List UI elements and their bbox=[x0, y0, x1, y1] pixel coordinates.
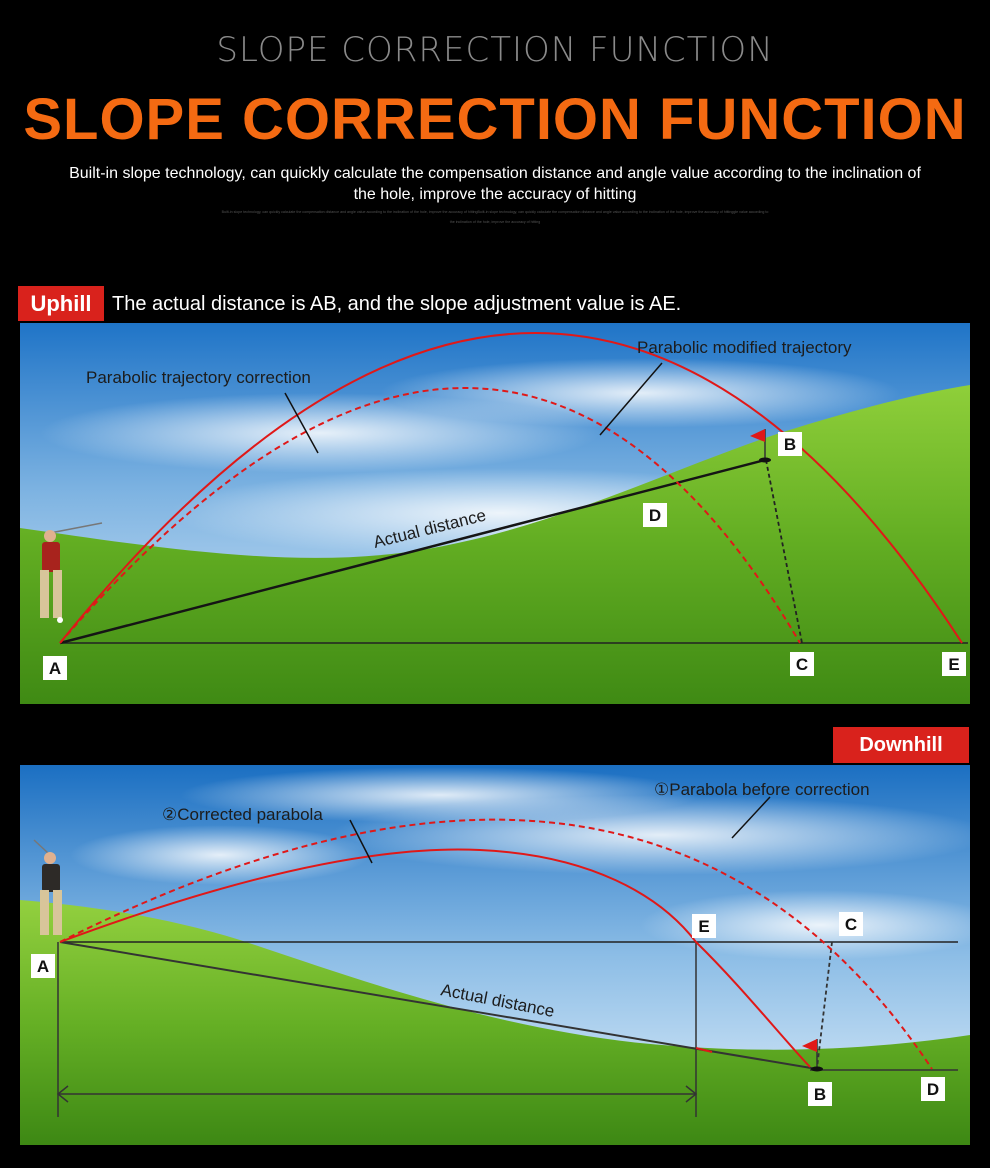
point-box-b bbox=[808, 1082, 832, 1106]
pointer-modified bbox=[599, 362, 663, 436]
header-micro-text: Built-in slope technology, can quickly c… bbox=[221, 210, 769, 224]
label-modified-trajectory: Parabolic modified trajectory bbox=[637, 338, 852, 357]
point-label-a: A bbox=[37, 957, 49, 976]
point-box-c bbox=[790, 652, 814, 676]
trajectory-dashed bbox=[59, 387, 801, 644]
point-box-b bbox=[778, 432, 802, 456]
point-label-e: E bbox=[698, 917, 709, 936]
cloud bbox=[380, 358, 900, 428]
point-label-b: B bbox=[784, 435, 796, 454]
label-parabola-before: ①Parabola before correction bbox=[654, 780, 870, 799]
actual-distance-line bbox=[59, 458, 766, 645]
trajectory-before-correction bbox=[59, 818, 933, 1070]
drop-line-cb bbox=[816, 941, 833, 1069]
label-corrected-parabola: ②Corrected parabola bbox=[162, 805, 323, 824]
trajectory-corrected bbox=[59, 848, 811, 1068]
cloud bbox=[180, 767, 700, 823]
trajectory-solid bbox=[59, 332, 963, 644]
downhill-diagram: ②Corrected parabola ①Parabola before cor… bbox=[20, 765, 970, 1145]
flag-b bbox=[750, 429, 771, 463]
uphill-diagram: Parabolic trajectory correction Paraboli… bbox=[20, 323, 970, 704]
point-box-e bbox=[692, 914, 716, 938]
label-trajectory-correction: Parabolic trajectory correction bbox=[86, 368, 311, 387]
downhill-tag: Downhill bbox=[833, 727, 969, 763]
point-box-d bbox=[643, 503, 667, 527]
arrow-head-right bbox=[685, 1085, 698, 1103]
golfer-figure bbox=[33, 839, 62, 935]
point-label-e: E bbox=[948, 655, 959, 674]
pointer-corrected bbox=[349, 819, 373, 864]
cloud bbox=[70, 825, 370, 885]
point-label-b: B bbox=[814, 1085, 826, 1104]
point-box-a bbox=[31, 954, 55, 978]
point-label-c: C bbox=[796, 655, 808, 674]
point-label-c: C bbox=[845, 915, 857, 934]
pointer-before bbox=[731, 796, 771, 839]
drop-line-bc bbox=[765, 459, 803, 644]
point-box-c bbox=[839, 912, 863, 936]
grass-hill bbox=[20, 900, 970, 1145]
point-box-e bbox=[942, 652, 966, 676]
point-label-d: D bbox=[649, 506, 661, 525]
flag-b bbox=[802, 1039, 823, 1072]
point-label-d: D bbox=[927, 1080, 939, 1099]
pointer-correction bbox=[284, 392, 319, 454]
header-title-light: SLOPE CORRECTION FUNCTION bbox=[216, 30, 774, 70]
golfer-figure bbox=[40, 522, 103, 623]
header-description: Built-in slope technology, can quickly c… bbox=[69, 165, 921, 203]
point-box-d bbox=[921, 1077, 945, 1101]
header-title-main: SLOPE CORRECTION FUNCTION bbox=[23, 87, 967, 152]
arrow-head-left bbox=[56, 1085, 69, 1103]
uphill-tag: Uphill bbox=[18, 286, 104, 321]
red-tick bbox=[695, 1047, 713, 1053]
uphill-caption: The actual distance is AB, and the slope… bbox=[112, 293, 682, 315]
grass-hill bbox=[20, 385, 970, 704]
point-label-a: A bbox=[49, 659, 61, 678]
point-box-a bbox=[43, 656, 67, 680]
actual-distance-line bbox=[59, 941, 818, 1070]
